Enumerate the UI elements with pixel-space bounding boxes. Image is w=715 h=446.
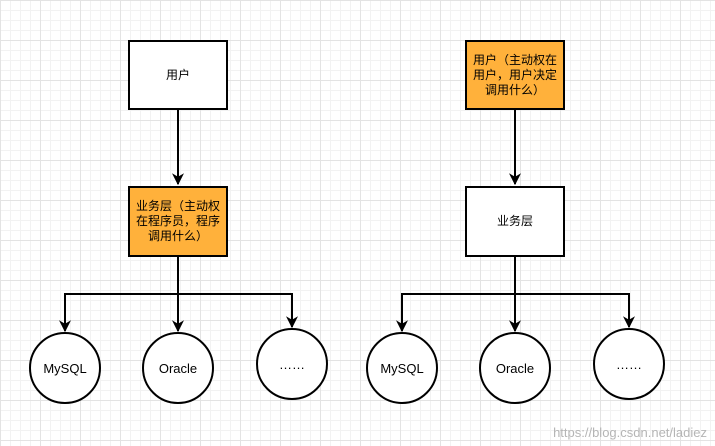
left-oracle-node[interactable]: Oracle — [142, 332, 214, 404]
right-oracle-node[interactable]: Oracle — [479, 332, 551, 404]
watermark: https://blog.csdn.net/ladiez — [553, 425, 707, 440]
left-business-layer-node[interactable]: 业务层（主动权在程序员，程序调用什么） — [128, 186, 228, 257]
edge-left-biz-to-mysql — [59, 257, 179, 333]
edge-left-biz-to-more — [178, 293, 298, 329]
left-user-node[interactable]: 用户 — [128, 40, 228, 110]
edge-right-biz-to-mysql — [396, 257, 516, 333]
right-oracle-label: Oracle — [495, 360, 535, 376]
right-mysql-node[interactable]: MySQL — [366, 332, 438, 404]
left-business-layer-label: 业务层（主动权在程序员，程序调用什么） — [136, 199, 221, 243]
right-user-label: 用户（主动权在用户，用户决定调用什么） — [473, 52, 558, 97]
left-more-label: …… — [279, 356, 305, 372]
left-mysql-node[interactable]: MySQL — [29, 332, 101, 404]
right-mysql-label: MySQL — [380, 360, 424, 376]
left-more-node[interactable]: …… — [256, 328, 328, 400]
edge-right-biz-to-more — [515, 293, 635, 329]
right-user-node[interactable]: 用户（主动权在用户，用户决定调用什么） — [465, 40, 565, 110]
right-more-node[interactable]: …… — [593, 328, 665, 400]
left-oracle-label: Oracle — [158, 360, 198, 376]
right-business-layer-node[interactable]: 业务层 — [465, 186, 565, 257]
right-more-label: …… — [616, 356, 642, 372]
right-business-layer-label: 业务层 — [496, 214, 533, 228]
left-mysql-label: MySQL — [43, 360, 87, 376]
left-user-label: 用户 — [165, 67, 190, 82]
